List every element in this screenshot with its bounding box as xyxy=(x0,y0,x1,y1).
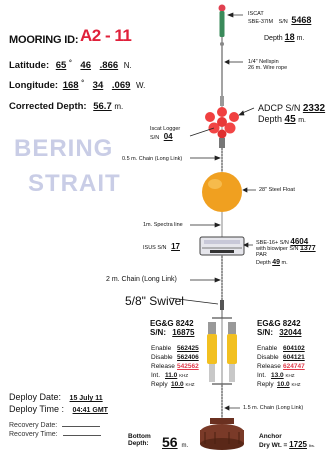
iscat-sn-label: S/N xyxy=(278,19,288,25)
recovery-time-row: Recovery Time: xyxy=(9,431,101,438)
acoustic-release-pair xyxy=(207,317,237,385)
bottom-depth-label: Bottom Depth: xyxy=(128,433,151,447)
sbe16-depth-value: 49 xyxy=(272,259,281,266)
anchor-weight-value: 1725 xyxy=(289,440,307,449)
deploy-time-row: Deploy Time : 04:41 GMT xyxy=(9,404,108,414)
chain-3-label: 1.5 m. Chain (Long Link) xyxy=(243,405,304,411)
wire-rope-label: 1/4" Nellspin 26 m. Wire rope xyxy=(248,59,288,71)
steel-float xyxy=(202,172,242,212)
swivel-label: 5/8" Swivel xyxy=(125,294,184,308)
chain-1-label: 0.5 m. Chain (Long Link) xyxy=(122,156,183,162)
release-left-sn: 16875 xyxy=(172,328,195,337)
latitude-hem: N. xyxy=(123,61,132,70)
leader-arrows xyxy=(169,12,256,411)
iscat-label: ISCAT SBE-37IM S/N 5468 xyxy=(248,11,311,25)
adcp-buoy-cluster xyxy=(205,107,239,148)
latitude-min: 46 xyxy=(80,60,91,71)
release-left-int: 11.0 xyxy=(165,372,178,379)
deploy-date-row: Deploy Date: 15 July 11 xyxy=(9,392,103,402)
iscat-instrument xyxy=(218,4,226,46)
region-line-1: BERING xyxy=(14,135,114,162)
longitude-label: Longitude: xyxy=(9,80,59,91)
iscat-depth-value: 18 xyxy=(284,32,295,42)
longitude-dec: .069 xyxy=(111,80,131,91)
spectra-label: 1m. Spectra line xyxy=(143,222,183,228)
iscat-sn: 5468 xyxy=(291,15,312,25)
latitude-dec: .866 xyxy=(99,60,119,71)
anchor-weight xyxy=(200,418,244,450)
iscat-logger-label: Iscat Logger S/N 04 xyxy=(150,126,181,141)
chain-2-label: 2 m. Chain (Long Link) xyxy=(106,276,177,283)
float-label: 28" Steel Float xyxy=(259,187,295,193)
isus-label: ISUS S/N 17 xyxy=(143,242,180,252)
isus-sbe16-cage xyxy=(199,236,245,256)
release-left-enable: 562425 xyxy=(177,345,199,352)
release-right-reply: 10.0 xyxy=(277,381,290,388)
latitude-deg: 65 xyxy=(55,60,67,71)
latitude-row: Latitude: 65 ° 46 .866 N. xyxy=(9,60,132,71)
corrected-depth-row: Corrected Depth: 56.7 m. xyxy=(9,101,123,112)
adcp-depth-value: 45 xyxy=(284,114,296,125)
release-left-block: EG&G 8242 S/N: 16875 xyxy=(150,319,195,337)
longitude-row: Longitude: 168 ° 34 .069 W. xyxy=(9,80,146,91)
shackle xyxy=(220,96,224,106)
deploy-time-value: 04:41 GMT xyxy=(72,407,108,414)
longitude-min: 34 xyxy=(92,80,104,91)
corrected-depth-unit: m. xyxy=(114,102,124,111)
isus-sn: 17 xyxy=(171,242,180,251)
corrected-depth-value: 56.7 xyxy=(93,101,112,112)
longitude-deg: 168 xyxy=(62,80,79,91)
release-left-reply: 10.0 xyxy=(171,381,184,388)
release-right-int: 13.0 xyxy=(271,372,284,379)
iscat-logger-sn: 04 xyxy=(163,132,173,141)
corrected-depth-label: Corrected Depth: xyxy=(9,101,87,112)
release-right-block: EG&G 8242 S/N: 32044 xyxy=(257,319,302,337)
release-left-release: 542562 xyxy=(177,363,199,370)
release-right-release: 624747 xyxy=(283,363,305,370)
mooring-id-value: A2 - 11 xyxy=(80,26,132,45)
adcp-sn: 2332 xyxy=(302,103,326,114)
recovery-date-row: Recovery Date: xyxy=(9,422,101,429)
deploy-date-value: 15 July 11 xyxy=(69,395,103,402)
anchor-label: Anchor Dry Wt. = 1725 lbs. xyxy=(259,433,316,449)
release-left-disable: 562406 xyxy=(177,354,199,361)
sbe16-sn: 4604 xyxy=(290,237,309,246)
swivel xyxy=(220,300,224,310)
mooring-id-label: MOORING ID: xyxy=(9,34,79,46)
iscat-depth: Depth 18 m. xyxy=(264,32,305,43)
biowiper-sn: 1377 xyxy=(300,245,316,252)
release-right-disable: 604121 xyxy=(283,354,305,361)
latitude-label: Latitude: xyxy=(9,60,50,71)
release-right-enable: 604102 xyxy=(283,345,305,352)
bottom-depth-value: 56 m. xyxy=(162,434,189,450)
longitude-hem: W. xyxy=(136,81,146,90)
region-line-2: STRAIT xyxy=(28,170,121,197)
release-right-sn: 32044 xyxy=(279,328,302,337)
adcp-depth: Depth 45 m. xyxy=(258,114,306,125)
adcp-label: ADCP S/N 2332 xyxy=(258,103,326,114)
iscat-title: ISCAT xyxy=(248,11,264,17)
sbe16-label: SBE-16+ S/N 4604 with biowiper S/N 1377 … xyxy=(256,237,316,267)
iscat-model: SBE-37IM xyxy=(248,19,274,25)
